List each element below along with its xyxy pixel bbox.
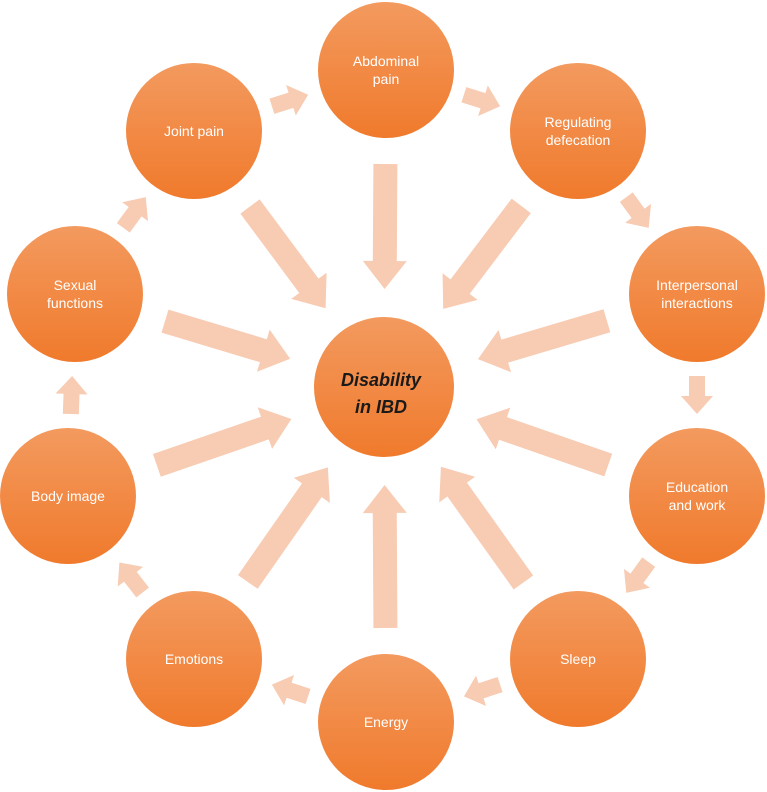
node-circle-education-and-work xyxy=(629,428,765,564)
node-circle-interpersonal-interactions xyxy=(629,226,765,362)
node-circle-abdominal-pain xyxy=(318,2,454,138)
radial-arrow-joint-pain xyxy=(240,199,327,309)
node-label-abdominal-pain-line1: Abdominal xyxy=(353,53,419,69)
cycle-arrow-regulating-defecation xyxy=(619,192,652,228)
node-sleep: Sleep xyxy=(510,591,646,727)
center-circle xyxy=(314,317,454,457)
radial-arrow-education-and-work xyxy=(476,407,613,477)
node-joint-pain: Joint pain xyxy=(126,63,262,199)
cycle-arrow-education-and-work xyxy=(623,557,656,593)
radial-arrow-interpersonal-interactions xyxy=(477,309,611,373)
node-circle-body-image xyxy=(0,428,136,564)
radial-arrow-sleep xyxy=(439,466,534,590)
cycle-arrow-joint-pain xyxy=(269,84,309,116)
node-body-image: Body image xyxy=(0,428,136,564)
node-circle-sexual-functions xyxy=(7,226,143,362)
radial-arrow-body-image xyxy=(152,407,292,477)
node-circle-regulating-defecation xyxy=(510,63,646,199)
node-energy: Energy xyxy=(318,654,454,790)
node-label-joint-pain-line1: Joint pain xyxy=(164,123,224,139)
center-node: Disability in IBD xyxy=(314,317,454,457)
node-circle-emotions xyxy=(126,591,262,727)
radial-arrow-regulating-defecation xyxy=(442,198,531,309)
radial-arrow-emotions xyxy=(237,467,330,589)
cycle-arrow-body-image xyxy=(55,376,88,415)
node-label-interpersonal-interactions-line2: interactions xyxy=(661,295,733,311)
radial-arrow-energy xyxy=(362,484,407,629)
cycle-arrow-sexual-functions xyxy=(116,197,149,233)
radial-arrow-sexual-functions xyxy=(161,309,291,372)
node-sexual-functions: Sexual functions xyxy=(7,226,143,362)
node-circle-joint-pain xyxy=(126,63,262,199)
node-education-and-work: Education and work xyxy=(629,428,765,564)
node-label-body-image-line1: Body image xyxy=(31,488,105,504)
node-label-interpersonal-interactions-line1: Interpersonal xyxy=(656,277,738,293)
cycle-arrow-interpersonal-interactions xyxy=(681,376,713,414)
node-circle-sleep xyxy=(510,591,646,727)
node-label-regulating-defecation-line2: defecation xyxy=(546,132,611,148)
cycle-arrow-sleep xyxy=(463,675,503,707)
cycle-arrow-energy xyxy=(271,674,311,706)
node-label-abdominal-pain-line2: pain xyxy=(373,71,399,87)
node-label-sexual-functions-line2: functions xyxy=(47,295,103,311)
center-label-line1: Disability xyxy=(341,370,422,390)
node-label-education-and-work-line2: and work xyxy=(669,497,727,513)
node-emotions: Emotions xyxy=(126,591,262,727)
arrows-layer xyxy=(55,84,713,707)
node-label-regulating-defecation-line1: Regulating xyxy=(545,114,612,130)
center-label-line2: in IBD xyxy=(355,397,407,417)
node-label-sexual-functions-line1: Sexual xyxy=(54,277,97,293)
node-abdominal-pain: Abdominal pain xyxy=(318,2,454,138)
node-label-energy-line1: Energy xyxy=(364,714,408,730)
node-label-sleep-line1: Sleep xyxy=(560,651,596,667)
node-interpersonal-interactions: Interpersonal interactions xyxy=(629,226,765,362)
node-circle-energy xyxy=(318,654,454,790)
node-label-education-and-work-line1: Education xyxy=(666,479,728,495)
radial-arrow-abdominal-pain xyxy=(362,163,407,290)
node-regulating-defecation: Regulating defecation xyxy=(510,63,646,199)
cycle-arrow-emotions xyxy=(117,562,149,598)
node-label-emotions-line1: Emotions xyxy=(165,651,223,667)
cycle-arrow-abdominal-pain xyxy=(461,85,501,117)
